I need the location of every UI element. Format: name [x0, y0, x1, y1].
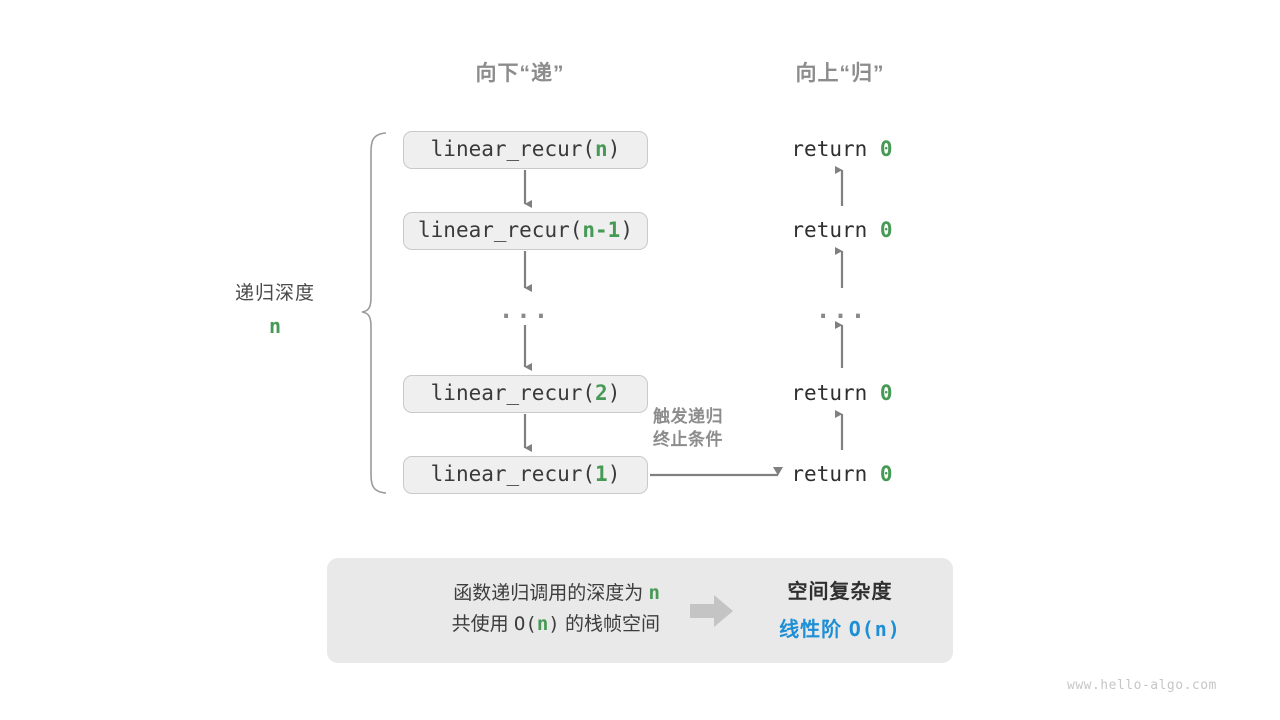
base-case-note-line-2: 终止条件: [653, 430, 723, 449]
call-box-prefix: linear_recur(: [418, 218, 583, 242]
heading-return-up: 向上“归”: [795, 62, 885, 85]
call-box-prefix: linear_recur(: [430, 381, 596, 405]
call-box-arg: n-1: [582, 218, 621, 242]
summary-panel: [327, 558, 953, 663]
summary-line-2-close: ): [548, 613, 560, 635]
space-complexity-title: 空间复杂度: [787, 581, 893, 603]
call-box-2: linear_recur(2): [403, 375, 648, 413]
call-box-1: linear_recur(1): [403, 456, 648, 494]
summary-block-arrow-icon: [690, 595, 733, 627]
site-watermark: www.hello-algo.com: [1067, 678, 1217, 693]
return-value: 0: [879, 462, 893, 486]
space-complexity-label: 线性阶: [779, 619, 849, 641]
summary-line-1: 函数递归调用的深度为 n: [360, 578, 660, 609]
recursion-depth-title: 递归深度: [234, 283, 315, 304]
return-statement-4: return 0: [732, 462, 952, 486]
summary-line-2-bigo: O(: [513, 613, 537, 635]
return-keyword: return: [791, 381, 880, 405]
return-statement-2: return 0: [732, 218, 952, 242]
call-box-suffix: ): [607, 462, 621, 486]
return-value: 0: [879, 218, 893, 242]
depth-brace: [361, 132, 387, 494]
return-statement-3: return 0: [732, 381, 952, 405]
return-statement-1: return 0: [732, 137, 952, 161]
call-box-prefix: linear_recur(: [430, 137, 596, 161]
summary-line-1-var: n: [648, 582, 660, 604]
return-value: 0: [879, 381, 893, 405]
summary-left-text: 函数递归调用的深度为 n 共使用 O(n) 的栈帧空间: [360, 578, 660, 640]
call-box-arg: n: [595, 137, 608, 161]
base-case-note-line-1: 触发递归: [653, 407, 723, 426]
return-value: 0: [879, 137, 893, 161]
space-complexity-value: 线性阶 O(n): [730, 613, 950, 642]
call-box-suffix: ): [620, 218, 633, 242]
call-box-suffix: ): [607, 381, 621, 405]
call-stack-ellipsis: ...: [498, 296, 552, 324]
return-keyword: return: [791, 462, 880, 486]
base-case-note: 触发递归 终止条件: [653, 405, 723, 451]
summary-right-text: 空间复杂度 线性阶 O(n): [730, 575, 950, 642]
return-keyword: return: [791, 137, 880, 161]
call-box-arg: 2: [595, 381, 608, 405]
heading-recurse-down: 向下“递”: [475, 62, 565, 85]
call-box-arg: 1: [595, 462, 608, 486]
return-ellipsis: ...: [815, 296, 869, 324]
call-box-n: linear_recur(n): [403, 131, 648, 169]
return-keyword: return: [791, 218, 880, 242]
summary-line-2: 共使用 O(n) 的栈帧空间: [360, 609, 660, 640]
call-box-n-minus-1: linear_recur(n-1): [403, 212, 648, 250]
summary-line-2-suffix: 的栈帧空间: [559, 614, 660, 635]
summary-line-1-text: 函数递归调用的深度为: [453, 583, 649, 604]
summary-line-2-prefix: 共使用: [451, 614, 514, 635]
call-box-prefix: linear_recur(: [430, 462, 596, 486]
space-complexity-expression: O(n): [848, 617, 901, 641]
recursion-depth-value: n: [268, 314, 282, 338]
call-box-suffix: ): [607, 137, 621, 161]
summary-line-2-var: n: [536, 613, 549, 635]
recursion-depth-label: 递归深度 n: [190, 278, 360, 338]
